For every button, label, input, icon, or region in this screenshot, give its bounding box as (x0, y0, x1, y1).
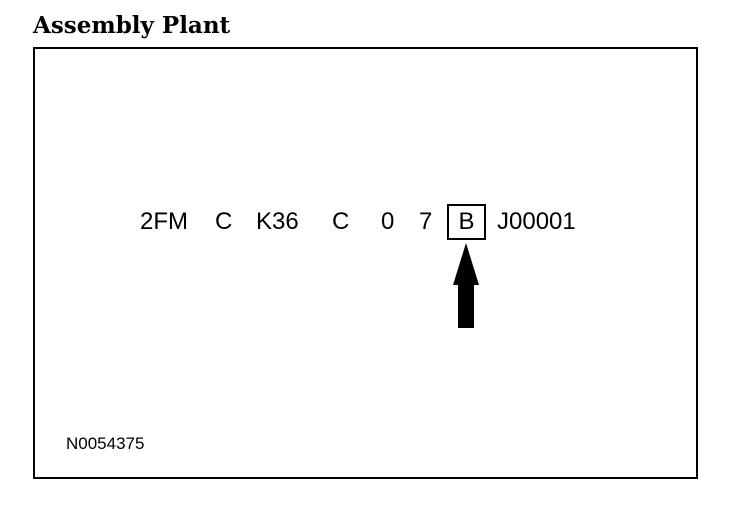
reference-code: N0054375 (66, 434, 145, 453)
vin-segment-restraint: C (215, 208, 233, 235)
diagram-frame (33, 47, 698, 479)
vin-segment-check-digit: 0 (381, 208, 395, 235)
vin-segment-model: K36 (256, 208, 299, 235)
pointer-arrow-icon (453, 243, 479, 328)
vin-segment-assembly-plant: B (458, 208, 475, 235)
diagram-title: Assembly Plant (33, 12, 231, 39)
assembly-plant-highlight-box (447, 204, 486, 240)
vin-segment-model-year: 7 (419, 208, 433, 235)
vin-segment-serial-number: J00001 (497, 208, 576, 235)
vin-segment-wmi: 2FM (140, 208, 188, 235)
vin-segment-engine: C (332, 208, 350, 235)
arrow-shape (453, 243, 479, 328)
